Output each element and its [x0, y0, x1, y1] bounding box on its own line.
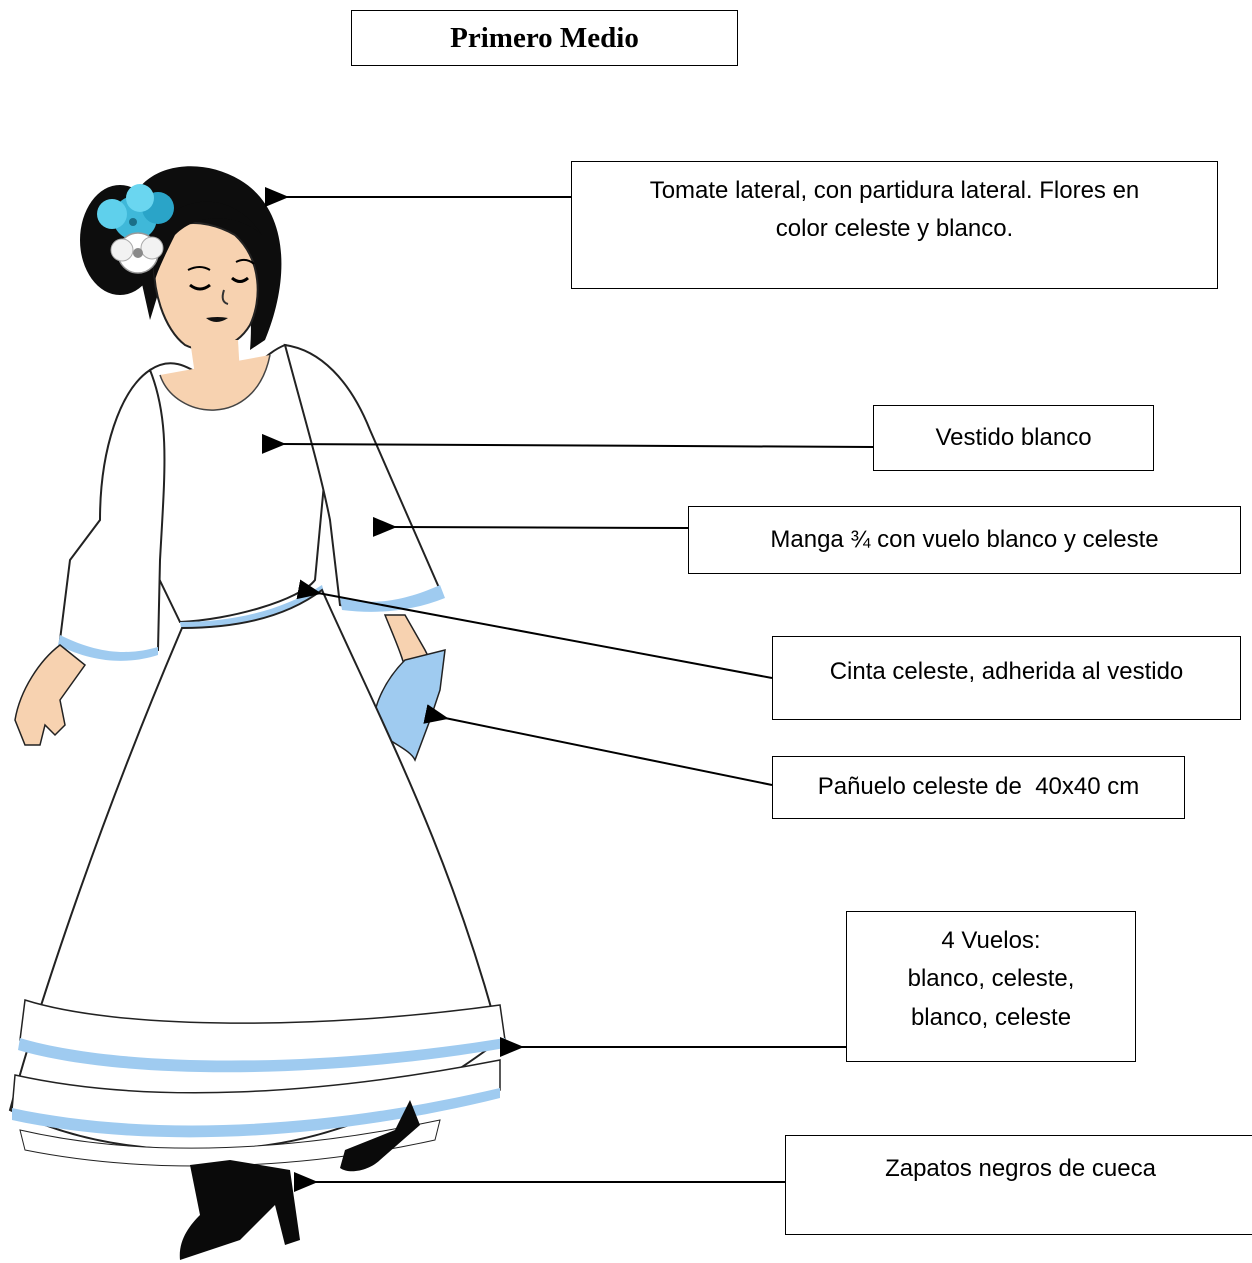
left-hand — [14, 644, 87, 746]
ruffles-label-line-1: 4 Vuelos: — [941, 927, 1041, 954]
ribbon-label: Cinta celeste, adherida al vestido — [829, 658, 1184, 685]
left-sleeve — [58, 368, 166, 658]
arrow-dress — [261, 433, 874, 454]
page-title: Primero Medio — [450, 21, 639, 54]
ruffles-label-line-3: blanco, celeste — [910, 1003, 1072, 1031]
dancer-figure — [8, 166, 506, 1260]
right-shoe — [340, 1100, 420, 1172]
sleeve-label: Manga ¾ con vuelo blanco y celeste — [770, 525, 1159, 553]
ribbon-label-box: Cinta celeste, adherida al vestido — [772, 636, 1241, 720]
ruffles-label-line-2: blanco, celeste, — [907, 965, 1075, 993]
sleeve-label-box: Manga ¾ con vuelo blanco y celeste — [688, 506, 1241, 574]
hair-flowers — [97, 184, 174, 274]
hair-label-line-2: color celeste y blanco. — [775, 215, 1014, 243]
left-shoe — [179, 1160, 300, 1260]
hair-label-line-1: Tomate lateral, con partidura lateral. F… — [649, 177, 1140, 204]
dress-label-box: Vestido blanco — [873, 405, 1154, 471]
scarf-label: Pañuelo celeste de 40x40 cm — [817, 773, 1140, 801]
arrow-sleeve — [372, 516, 689, 537]
hair-label-box: Tomate lateral, con partidura lateral. F… — [571, 161, 1218, 289]
shoes-label: Zapatos negros de cueca — [885, 1155, 1156, 1182]
ruffles-label-box: 4 Vuelos: blanco, celeste, blanco, celes… — [846, 911, 1136, 1062]
dress-label: Vestido blanco — [935, 423, 1092, 451]
pointer-arrows — [261, 187, 874, 1192]
scarf-label-box: Pañuelo celeste de 40x40 cm — [772, 756, 1185, 819]
arrow-ribbon — [296, 579, 773, 679]
arrow-scarf — [423, 704, 773, 786]
title-box: Primero Medio — [351, 10, 738, 66]
waist-ribbon — [180, 585, 325, 634]
shoes-label-box: Zapatos negros de cueca — [785, 1135, 1252, 1235]
